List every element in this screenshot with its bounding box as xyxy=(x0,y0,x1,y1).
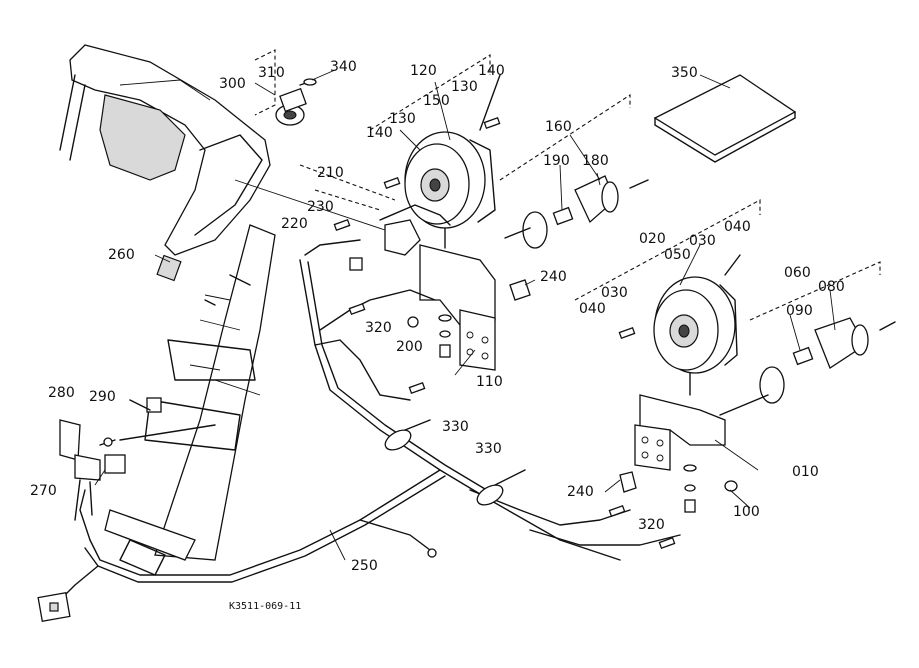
switch-assembly-left xyxy=(59,399,216,521)
label-050: 050 xyxy=(664,247,691,263)
label-240-upper: 240 xyxy=(540,269,567,285)
label-140-upper-left: 140 xyxy=(366,125,393,141)
label-120: 120 xyxy=(410,63,437,79)
label-160: 160 xyxy=(545,119,572,135)
label-280: 280 xyxy=(48,385,75,401)
label-270: 270 xyxy=(30,483,57,499)
label-030-right: 030 xyxy=(689,233,716,249)
label-290: 290 xyxy=(89,389,116,405)
drawing-code: K3511-069-11 xyxy=(229,601,301,612)
label-130-left: 130 xyxy=(389,111,416,127)
upper-headlight-assembly xyxy=(369,54,649,371)
label-100: 100 xyxy=(733,504,760,520)
label-330-upper: 330 xyxy=(442,419,469,435)
part-number-labels: 300 310 340 120 140 130 150 130 140 160 … xyxy=(30,59,845,612)
label-200: 200 xyxy=(396,339,423,355)
label-320-upper: 320 xyxy=(365,320,392,336)
label-320-lower: 320 xyxy=(638,517,665,533)
label-060: 060 xyxy=(784,265,811,281)
label-020: 020 xyxy=(639,231,666,247)
label-230: 230 xyxy=(307,199,334,215)
owners-manual xyxy=(653,74,797,163)
label-220: 220 xyxy=(281,216,308,232)
label-250: 250 xyxy=(351,558,378,574)
label-260: 260 xyxy=(108,247,135,263)
label-130-right: 130 xyxy=(451,79,478,95)
label-080: 080 xyxy=(818,279,845,295)
key-switch-assembly xyxy=(254,49,317,126)
label-040-right: 040 xyxy=(724,219,751,235)
label-030-left: 030 xyxy=(601,285,628,301)
lower-headlight-assembly xyxy=(574,199,896,513)
label-010: 010 xyxy=(792,464,819,480)
label-150: 150 xyxy=(423,93,450,109)
label-180: 180 xyxy=(582,153,609,169)
label-110: 110 xyxy=(476,374,503,390)
leader-lines xyxy=(94,69,836,561)
label-140-upper-right: 140 xyxy=(478,63,505,79)
label-300: 300 xyxy=(219,76,246,92)
label-240-lower: 240 xyxy=(567,484,594,500)
wiring-harness xyxy=(37,164,681,623)
label-350: 350 xyxy=(671,65,698,81)
label-340: 340 xyxy=(330,59,357,75)
label-190: 190 xyxy=(543,153,570,169)
label-330-lower: 330 xyxy=(475,441,502,457)
steering-column-assembly xyxy=(59,44,276,576)
label-040-left: 040 xyxy=(579,301,606,317)
label-210: 210 xyxy=(317,165,344,181)
label-090: 090 xyxy=(786,303,813,319)
label-310: 310 xyxy=(258,65,285,81)
